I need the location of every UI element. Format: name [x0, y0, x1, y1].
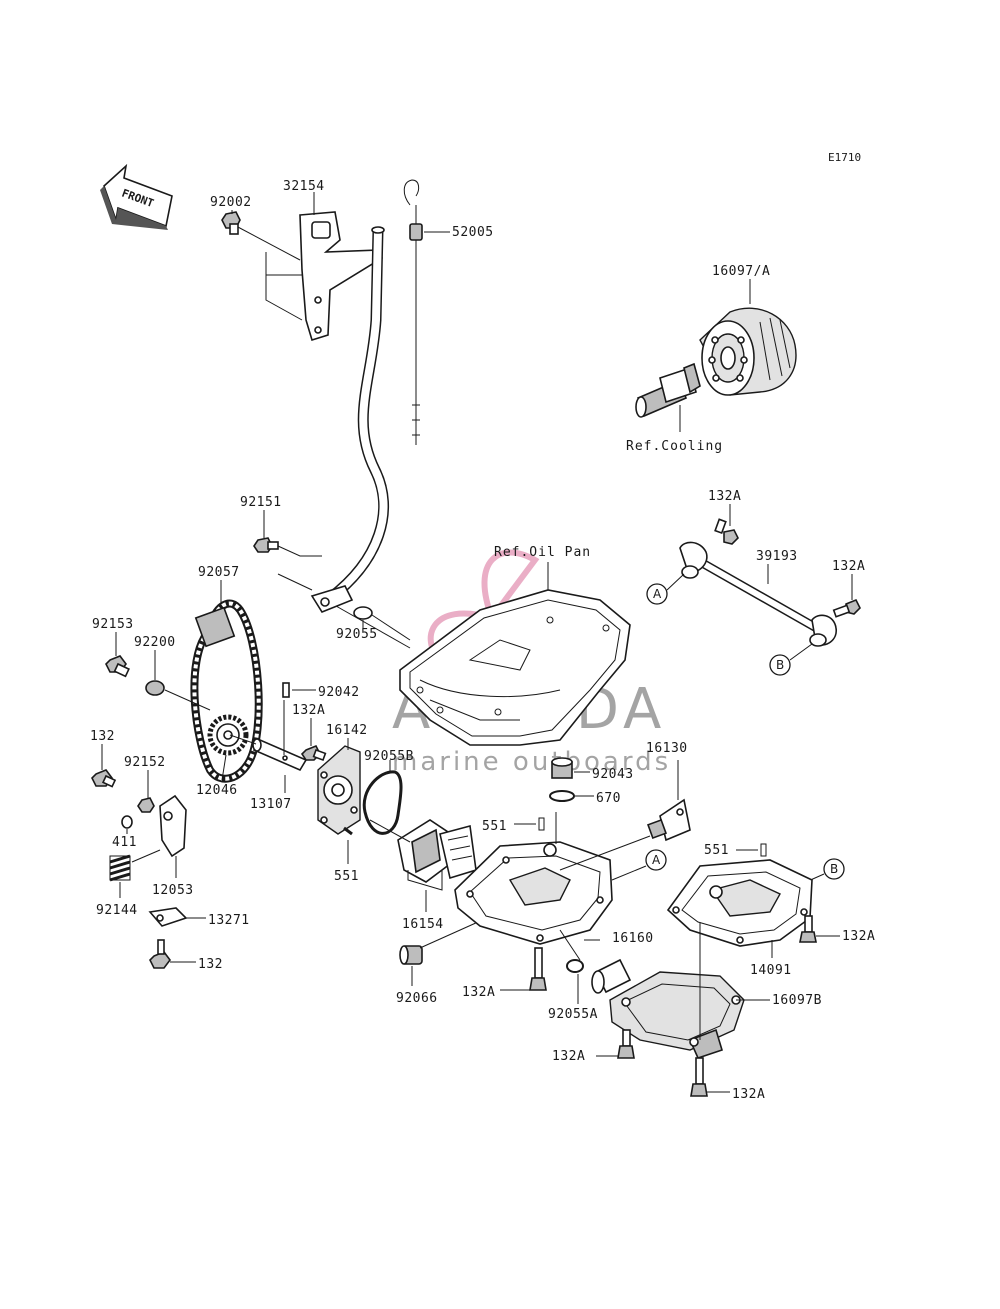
spring-92144: [109, 854, 131, 882]
part-label-14091: 14091: [750, 963, 792, 978]
pressure-switch-16130: [647, 798, 691, 842]
cover-14091: [666, 859, 813, 947]
shaft-13107: [252, 738, 308, 772]
collar-92043: [551, 757, 573, 779]
pin-551-upper: [538, 817, 545, 831]
part-label-92151: 92151: [240, 495, 282, 510]
oil-pump-16142: [317, 745, 361, 835]
bolt-132A-bottom-left: [617, 1029, 635, 1059]
diagram-code: E1710: [828, 151, 861, 164]
part-label-551-upper: 551: [482, 819, 507, 834]
marker-B-case: B: [805, 858, 845, 883]
oil-strainer-16154: [397, 819, 477, 883]
marker-B-pipe: B: [769, 643, 813, 676]
ref-oil-pan: Ref.Oil Pan: [494, 545, 591, 560]
part-label-16154: 16154: [402, 917, 444, 932]
ref-cooling: Ref.Cooling: [626, 439, 723, 454]
part-label-132-upper: 132: [90, 729, 115, 744]
nut-92152: [137, 797, 155, 813]
svg-text:A: A: [653, 587, 662, 601]
washer-411: [121, 815, 133, 829]
bolt-132A-pipe-right: [832, 598, 861, 618]
o-ring-92055: [353, 606, 373, 620]
o-ring-92055A: [566, 959, 584, 973]
part-label-132-lower: 132: [198, 957, 223, 972]
part-label-92002: 92002: [210, 195, 252, 210]
svg-text:A: A: [652, 853, 661, 867]
part-label-92042: 92042: [318, 685, 360, 700]
front-arrow-icon: FRONT: [100, 163, 173, 230]
part-label-132A-bottom-left: 132A: [552, 1049, 585, 1064]
marker-A-pipe: A: [646, 573, 685, 605]
part-label-551-pump: 551: [334, 869, 359, 884]
part-label-132A-bottom: 132A: [732, 1087, 765, 1102]
bolt-132A-lower-left: [529, 947, 547, 991]
part-label-16097B: 16097B: [772, 993, 822, 1008]
part-label-132A-right: 132A: [842, 929, 875, 944]
washer-92200: [145, 680, 165, 696]
gasket-92055B: [362, 770, 403, 835]
part-label-132A-pump: 132A: [292, 703, 325, 718]
bolt-132A-pump: [300, 744, 327, 762]
o-ring-670: [549, 790, 575, 802]
part-label-12046: 12046: [196, 783, 238, 798]
pin-92042: [282, 682, 290, 698]
part-label-16160: 16160: [612, 931, 654, 946]
part-label-16097-A: 16097/A: [712, 264, 770, 279]
bolt-92151: [253, 537, 279, 553]
part-label-132A-pipe-top: 132A: [708, 489, 741, 504]
part-label-13107: 13107: [250, 797, 292, 812]
bolt-132A-right: [799, 915, 817, 943]
part-label-12053: 12053: [152, 883, 194, 898]
marker-A-case: A: [611, 849, 667, 881]
pin-551-pump: [343, 826, 353, 836]
bolt-92153: [105, 655, 130, 678]
bolt-132A-pipe-top: [714, 518, 739, 545]
part-label-92066: 92066: [396, 991, 438, 1006]
part-label-551-right: 551: [704, 843, 729, 858]
plug-92066: [399, 945, 423, 965]
part-label-16142: 16142: [326, 723, 368, 738]
oil-filter: [699, 307, 797, 396]
part-label-132A-pipe-right: 132A: [832, 559, 865, 574]
dipstick-tube: [310, 226, 390, 613]
filter-fitting: [635, 362, 701, 418]
part-label-92200: 92200: [134, 635, 176, 650]
svg-text:B: B: [776, 658, 784, 672]
part-label-16130: 16130: [646, 741, 688, 756]
chain-tensioner-12053: [159, 794, 187, 858]
bolt-132-lower: [149, 939, 171, 969]
plate-13271: [148, 907, 188, 927]
part-label-92057: 92057: [198, 565, 240, 580]
part-label-92055B: 92055B: [364, 749, 414, 764]
bolt-132A-bottom: [690, 1057, 708, 1097]
part-label-92153: 92153: [92, 617, 134, 632]
oil-cooler-16097B: [591, 958, 745, 1059]
part-label-32154: 32154: [283, 179, 325, 194]
oil-pipe-39193: [679, 541, 837, 647]
pin-551-right: [760, 843, 767, 857]
part-label-132A-lower-left: 132A: [462, 985, 495, 1000]
pump-case-16160: [454, 841, 613, 945]
part-label-670: 670: [596, 791, 621, 806]
part-label-92144: 92144: [96, 903, 138, 918]
part-label-92055A: 92055A: [548, 1007, 598, 1022]
part-label-39193: 39193: [756, 549, 798, 564]
bolt-132-upper: [91, 769, 117, 788]
dipstick-52005: [403, 179, 423, 445]
drive-chain: [190, 599, 263, 783]
part-label-13271: 13271: [208, 913, 250, 928]
watermark-tagline: marine outboards: [392, 747, 671, 777]
part-label-411: 411: [112, 835, 137, 850]
sprocket-12046: [207, 714, 249, 756]
part-label-92043: 92043: [592, 767, 634, 782]
part-label-52005: 52005: [452, 225, 494, 240]
dipstick-bracket: [235, 211, 383, 342]
bolt-92002: [221, 211, 241, 235]
part-label-92152: 92152: [124, 755, 166, 770]
svg-text:B: B: [830, 862, 838, 876]
part-label-92055: 92055: [336, 627, 378, 642]
